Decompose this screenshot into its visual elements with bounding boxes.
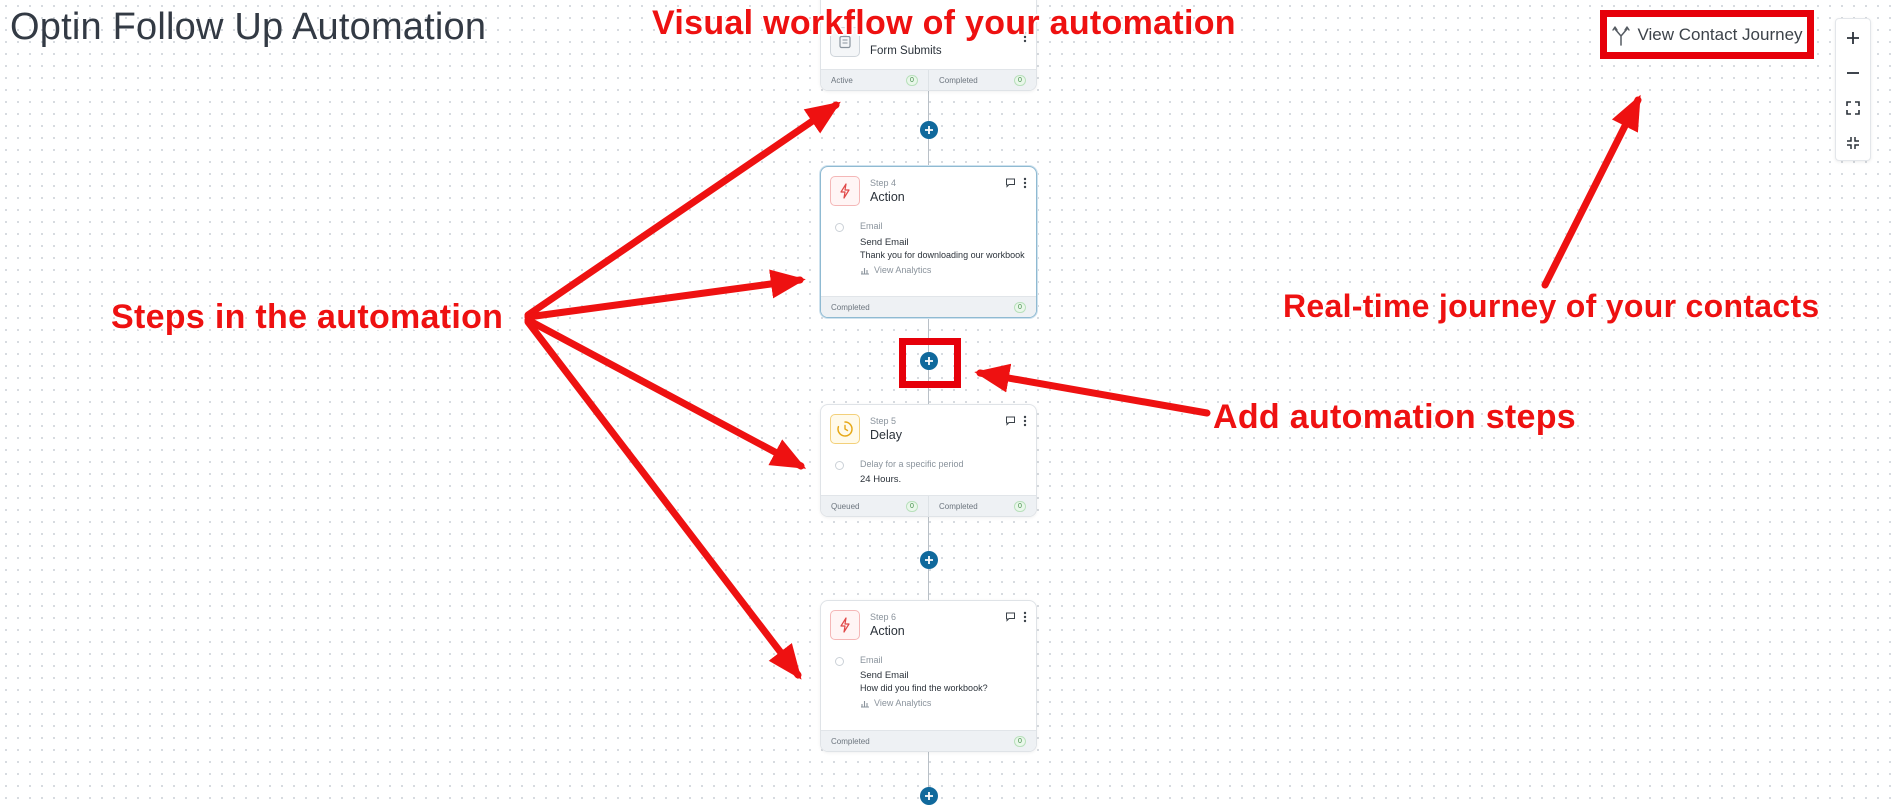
status-dot xyxy=(835,461,844,470)
more-icon[interactable] xyxy=(1023,611,1027,623)
connector-line xyxy=(928,752,929,805)
stat-active: Active 0 xyxy=(821,70,928,90)
add-step-button[interactable] xyxy=(920,787,938,805)
step-icon-box xyxy=(830,610,860,640)
stat-count: 0 xyxy=(1014,735,1026,747)
stat-queued: Queued 0 xyxy=(821,496,928,516)
stat-label: Completed xyxy=(939,75,978,85)
stat-count: 0 xyxy=(906,500,918,512)
stat-label: Queued xyxy=(831,501,860,511)
step-title: Send Email xyxy=(860,237,909,248)
stat-label: Active xyxy=(831,75,853,85)
step-card-action[interactable]: Step 4 Action Email Send Email Thank you… xyxy=(820,166,1037,318)
arrow-to-step6 xyxy=(524,318,802,680)
more-icon[interactable] xyxy=(1023,177,1027,189)
stat-label: Completed xyxy=(831,736,870,746)
step-detail: How did you find the workbook? xyxy=(860,683,988,693)
step-title: Send Email xyxy=(860,670,909,681)
plus-icon xyxy=(925,126,933,134)
minus-icon xyxy=(1847,72,1859,74)
stat-count: 0 xyxy=(906,74,918,86)
step-number: Step 5 xyxy=(870,416,897,426)
step-number: Step 4 xyxy=(870,178,897,188)
collapse-icon xyxy=(1847,137,1859,149)
step-icon-box xyxy=(830,414,860,444)
comment-icon[interactable] xyxy=(1005,416,1016,426)
trigger-stats: Active 0 Completed 0 xyxy=(821,69,1036,90)
chart-icon xyxy=(861,700,869,708)
arrow-to-trigger xyxy=(524,101,841,319)
step-type: Action xyxy=(870,624,905,638)
step-channel: Email xyxy=(860,221,883,231)
add-step-highlight-box xyxy=(899,338,961,388)
add-step-button[interactable] xyxy=(920,551,938,569)
step-card-action[interactable]: Step 6 Action Email Send Email How did y… xyxy=(820,600,1037,752)
annotation-realtime: Real-time journey of your contacts xyxy=(1283,288,1820,324)
trigger-title: Form Submits xyxy=(870,45,942,57)
step-icon-box xyxy=(830,176,860,206)
analytics-label: View Analytics xyxy=(874,265,932,275)
step-channel: Delay for a specific period xyxy=(860,459,964,469)
step-type: Delay xyxy=(870,428,902,442)
fit-view-button[interactable] xyxy=(1836,91,1870,125)
status-dot xyxy=(835,223,844,232)
collapse-view-button[interactable] xyxy=(1836,126,1870,160)
stat-count: 0 xyxy=(1014,500,1026,512)
add-step-button[interactable] xyxy=(920,352,938,370)
branch-icon xyxy=(1612,25,1631,46)
view-analytics-link[interactable]: View Analytics xyxy=(860,698,931,708)
step-stats: Queued 0 Completed 0 xyxy=(821,495,1036,516)
step-detail: Thank you for downloading our workbook xyxy=(860,250,1025,260)
plus-icon xyxy=(925,357,933,365)
step-number: Step 6 xyxy=(870,612,897,622)
step-stats: Completed 0 xyxy=(821,296,1036,317)
view-contact-journey-button[interactable]: View Contact Journey xyxy=(1600,10,1814,59)
page-title: Optin Follow Up Automation xyxy=(10,6,487,48)
annotation-add-steps: Add automation steps xyxy=(1213,398,1577,436)
stat-label: Completed xyxy=(831,302,870,312)
analytics-label: View Analytics xyxy=(874,698,932,708)
step-card-delay[interactable]: Step 5 Delay Delay for a specific period… xyxy=(820,404,1037,517)
more-icon[interactable] xyxy=(1023,31,1027,43)
stat-completed: Completed 0 xyxy=(928,496,1036,516)
chart-icon xyxy=(861,267,869,275)
step-type: Action xyxy=(870,190,905,204)
stat-count: 0 xyxy=(1014,301,1026,313)
plus-icon xyxy=(925,792,933,800)
lightning-icon xyxy=(840,183,850,199)
comment-icon[interactable] xyxy=(1005,178,1016,188)
view-contact-journey-label: View Contact Journey xyxy=(1637,24,1803,44)
annotation-steps: Steps in the automation xyxy=(111,298,504,336)
step-title: 24 Hours. xyxy=(860,474,902,485)
step-stats: Completed 0 xyxy=(821,730,1036,751)
plus-icon xyxy=(925,556,933,564)
stat-label: Completed xyxy=(939,501,978,511)
lightning-icon xyxy=(840,617,850,633)
view-analytics-link[interactable]: View Analytics xyxy=(860,265,931,275)
arrow-to-step4 xyxy=(524,269,806,321)
stat-count: 0 xyxy=(1014,74,1026,86)
zoom-in-button[interactable] xyxy=(1836,21,1870,55)
stat-completed: Completed 0 xyxy=(821,297,1036,317)
comment-icon[interactable] xyxy=(1005,612,1016,622)
stat-completed: Completed 0 xyxy=(928,70,1036,90)
trigger-icon-box xyxy=(830,27,860,57)
stat-completed: Completed 0 xyxy=(821,731,1036,751)
step-channel: Email xyxy=(860,655,883,665)
more-icon[interactable] xyxy=(1023,415,1027,427)
expand-icon xyxy=(1846,101,1860,115)
trigger-card[interactable]: Form Submits Active 0 Completed 0 xyxy=(820,0,1037,91)
arrow-to-journey-button xyxy=(1541,94,1642,289)
annotation-visual-workflow: Visual workflow of your automation xyxy=(652,4,1236,42)
arrow-to-step5 xyxy=(524,316,807,470)
zoom-controls xyxy=(1835,18,1871,161)
status-dot xyxy=(835,657,844,666)
clock-icon xyxy=(837,421,853,437)
add-step-button[interactable] xyxy=(920,121,938,139)
zoom-out-button[interactable] xyxy=(1836,56,1870,90)
plus-icon xyxy=(1847,32,1859,44)
form-icon xyxy=(839,35,851,49)
